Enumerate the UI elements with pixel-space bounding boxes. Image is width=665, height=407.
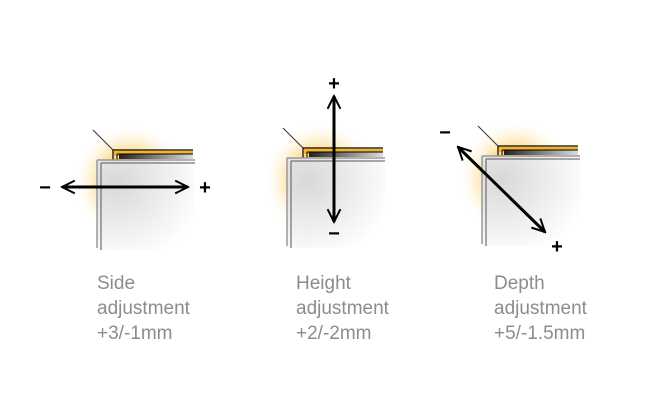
panel-corner-depth: [457, 119, 581, 247]
label-title: Side: [97, 273, 136, 294]
label-title: Depth: [494, 273, 545, 294]
height-plus: +: [328, 73, 340, 95]
depth-label: Depth adjustment +5/-1.5mm: [494, 271, 587, 346]
label-range: +5/-1.5mm: [494, 323, 586, 344]
label-subtitle: adjustment: [97, 298, 190, 319]
depth-arrow: [458, 147, 545, 232]
label-range: +3/-1mm: [97, 323, 173, 344]
label-title: Height: [296, 273, 351, 294]
side-label: Side adjustment +3/-1mm: [97, 271, 190, 346]
side-minus: −: [39, 177, 51, 199]
height-label: Height adjustment +2/-2mm: [296, 271, 389, 346]
label-subtitle: adjustment: [296, 298, 389, 319]
side-plus: +: [199, 177, 211, 199]
height-minus: −: [328, 223, 340, 245]
panel-corner-height: [262, 121, 386, 249]
label-subtitle: adjustment: [494, 298, 587, 319]
label-range: +2/-2mm: [296, 323, 372, 344]
depth-plus: +: [551, 236, 563, 258]
depth-minus: −: [439, 122, 451, 144]
